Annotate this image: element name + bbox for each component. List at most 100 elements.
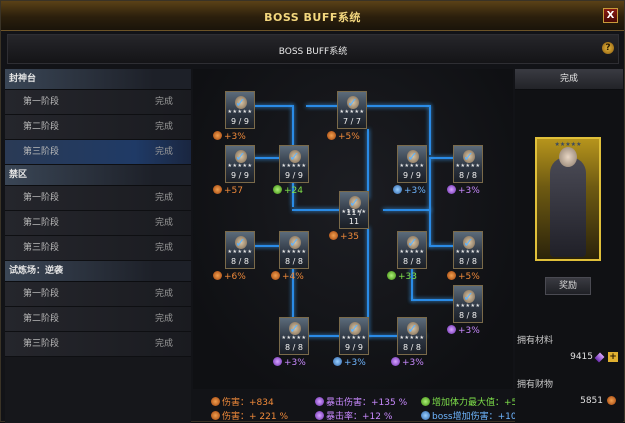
stage-label: 第三阶段 (23, 243, 60, 253)
node-bonus: +5% (327, 131, 360, 142)
stage-row[interactable]: 第二阶段完成 (5, 115, 191, 140)
node-bonus: +33 (387, 271, 417, 282)
connector-line (253, 105, 293, 107)
damage-icon (211, 397, 220, 406)
stage-row[interactable]: 第二阶段 完成 (5, 211, 191, 236)
connector-line (367, 227, 369, 337)
boss-figure (550, 157, 586, 257)
stage-label: 第二阶段 (23, 314, 60, 324)
health-icon (421, 397, 430, 406)
wealth-value: 5851 (580, 396, 603, 406)
total-damage-percent: 伤害：+ 221 % (211, 409, 288, 422)
buff-node[interactable]: ✓★★★★★11 / 11 (339, 191, 369, 229)
node-bonus: +3% (391, 357, 424, 368)
reward-button[interactable]: 奖励 (545, 277, 591, 295)
node-level: 8 / 8 (285, 343, 303, 352)
node-level: 8 / 8 (459, 257, 477, 266)
crit-icon (315, 397, 324, 406)
materials-value: 9415 (570, 352, 593, 362)
buff-node[interactable]: ✓★★★★★8 / 8 (397, 317, 427, 355)
stage-row-selected[interactable]: 第三阶段 完成 (5, 140, 191, 165)
node-bonus: +24 (273, 185, 303, 196)
category-jinqu[interactable]: 禁区 (5, 165, 191, 186)
node-level: 8 / 8 (403, 343, 421, 352)
node-level: 8 / 8 (459, 311, 477, 320)
connector-line (429, 157, 469, 159)
buff-node[interactable]: ✓★★★★★9 / 9 (225, 145, 255, 183)
damage-icon (329, 231, 338, 240)
buff-node[interactable]: ✓★★★★★8 / 8 (397, 231, 427, 269)
close-button[interactable]: X (603, 8, 618, 23)
connector-line (292, 209, 348, 211)
stage-row[interactable]: 第二阶段 完成 (5, 307, 191, 332)
node-level: 9 / 9 (231, 117, 249, 126)
buff-node[interactable]: ✓★★★★★8 / 8 (453, 285, 483, 323)
add-materials-button[interactable]: + (608, 352, 618, 362)
stage-row[interactable]: 第三阶段 完成 (5, 332, 191, 357)
buff-node[interactable]: ✓★★★★★9 / 9 (225, 91, 255, 129)
stage-status: 完成 (154, 243, 173, 253)
node-bonus: +3% (447, 185, 480, 196)
buff-node[interactable]: ✓★★★★★9 / 9 (339, 317, 369, 355)
connector-line (411, 245, 413, 301)
boss-portrait-card: ★★★★★ (535, 137, 601, 261)
status-header: 完成 (515, 69, 623, 90)
stage-label: 第一阶段 (23, 289, 60, 299)
category-trial[interactable]: 试炼场：逆袭 (5, 261, 191, 282)
buff-node[interactable]: ✓★★★★★8 / 8 (453, 231, 483, 269)
stage-status: 完成 (154, 147, 173, 157)
boss-damage-icon (333, 357, 342, 366)
node-bonus: +3% (393, 185, 426, 196)
connector-line (306, 105, 430, 107)
buff-node[interactable]: ✓★★★★★8 / 8 (279, 317, 309, 355)
damage-icon (211, 411, 220, 420)
stage-status: 完成 (154, 218, 173, 228)
coin-icon (607, 396, 616, 405)
materials-label: 拥有材料 (517, 336, 554, 346)
health-icon (387, 271, 396, 280)
boss-damage-icon (393, 185, 402, 194)
stage-label: 第三阶段 (23, 339, 60, 349)
stage-status: 完成 (154, 314, 173, 324)
buff-node[interactable]: ✓★★★★★8 / 8 (225, 231, 255, 269)
sub-title: BOSS BUFF系统 (278, 47, 348, 57)
stage-row[interactable]: 第一阶段完成 (5, 90, 191, 115)
node-bonus: +57 (213, 185, 243, 196)
buff-node[interactable]: ✓★★★★★9 / 9 (397, 145, 427, 183)
connector-line (367, 129, 369, 199)
stage-row[interactable]: 第一阶段 完成 (5, 282, 191, 307)
damage-icon (213, 271, 222, 280)
connector-line (383, 209, 431, 211)
total-damage: 伤害：+834 (211, 395, 274, 408)
buff-node[interactable]: ✓★★★★★8 / 8 (453, 145, 483, 183)
connector-line (253, 245, 293, 247)
total-max-hp: 增加体力最大值：+547 (421, 395, 529, 408)
stage-status: 完成 (154, 289, 173, 299)
node-level: 9 / 9 (403, 171, 421, 180)
node-level: 9 / 9 (231, 171, 249, 180)
stage-label: 第二阶段 (23, 218, 60, 228)
total-crit-rate: 暴击率：+12 % (315, 409, 392, 422)
buff-node[interactable]: ✓★★★★★9 / 9 (279, 145, 309, 183)
node-bonus: +3% (447, 325, 480, 336)
buff-node[interactable]: ✓★★★★★8 / 8 (279, 231, 309, 269)
stage-status: 完成 (154, 193, 173, 203)
buff-node[interactable]: ✓★★★★★7 / 7 (337, 91, 367, 129)
crit-icon (447, 185, 456, 194)
stage-label: 第三阶段 (23, 147, 60, 157)
category-fengshentai[interactable]: 封神台 (5, 69, 191, 90)
node-level: 7 / 7 (343, 117, 361, 126)
stage-row[interactable]: 第三阶段 完成 (5, 236, 191, 261)
help-icon[interactable]: ? (602, 42, 614, 54)
connector-line (411, 299, 471, 301)
connector-line (429, 157, 431, 247)
boss-head (559, 147, 577, 167)
sub-header: BOSS BUFF系统 ? (7, 34, 619, 64)
node-bonus: +35 (329, 231, 359, 242)
boss-damage-icon (421, 411, 430, 420)
connector-line (292, 105, 294, 155)
stage-status: 完成 (154, 339, 173, 349)
stage-row[interactable]: 第一阶段完成 (5, 186, 191, 211)
connector-line (429, 245, 469, 247)
stage-status: 完成 (154, 122, 173, 132)
